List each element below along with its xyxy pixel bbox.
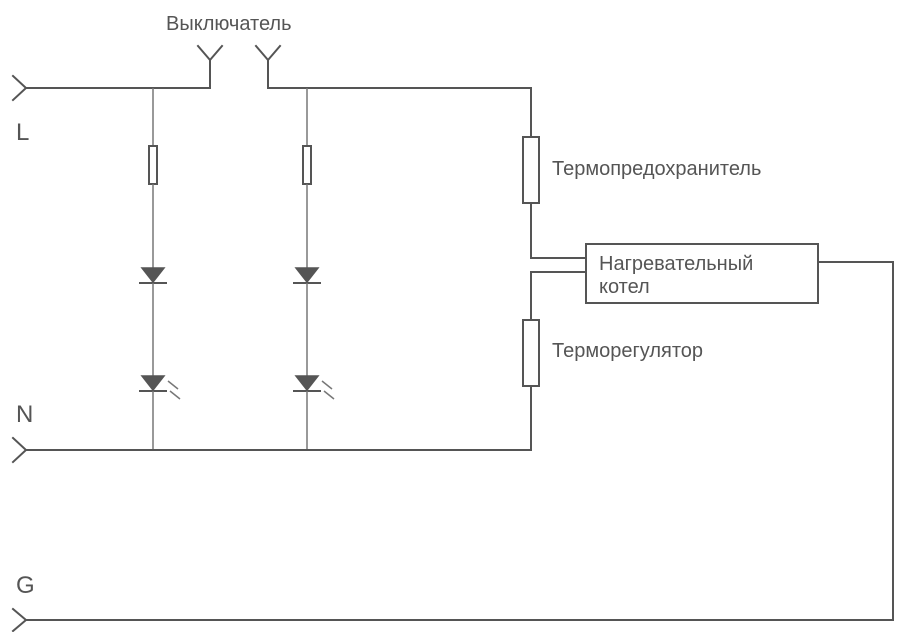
branch-2 [293, 88, 335, 450]
heater-label-line2: котел [599, 276, 650, 298]
thermal-fuse-label: Термопредохранитель [552, 158, 761, 180]
ground-label: G [16, 572, 35, 599]
line-label: L [16, 119, 29, 146]
terminal-n-chevron [11, 436, 28, 464]
thermal-fuse-component [522, 136, 540, 204]
diode-2 [293, 267, 321, 284]
heater-box [585, 243, 819, 304]
thermostat-component [522, 319, 540, 387]
terminal-l-chevron [11, 74, 28, 102]
switch-label: Выключатель [166, 13, 292, 35]
led-2 [293, 375, 335, 400]
thermostat-label: Терморегулятор [552, 340, 703, 362]
switch-contact-right [254, 44, 282, 62]
neutral-label: N [16, 401, 33, 428]
switch-contact-left [196, 44, 224, 62]
wire-g [25, 261, 894, 621]
led-1 [139, 375, 181, 400]
branch-1 [139, 88, 181, 450]
wire-heater-to-thermostat [530, 271, 587, 321]
terminal-g-chevron [11, 607, 28, 632]
heater-label-line1: Нагревательный [599, 253, 753, 275]
wire-l-right [267, 59, 532, 138]
resistor-1 [148, 145, 158, 185]
resistor-2 [302, 145, 312, 185]
diode-1 [139, 267, 167, 284]
wire-fuse-to-heater [530, 202, 587, 259]
wire-l-left [25, 59, 211, 89]
